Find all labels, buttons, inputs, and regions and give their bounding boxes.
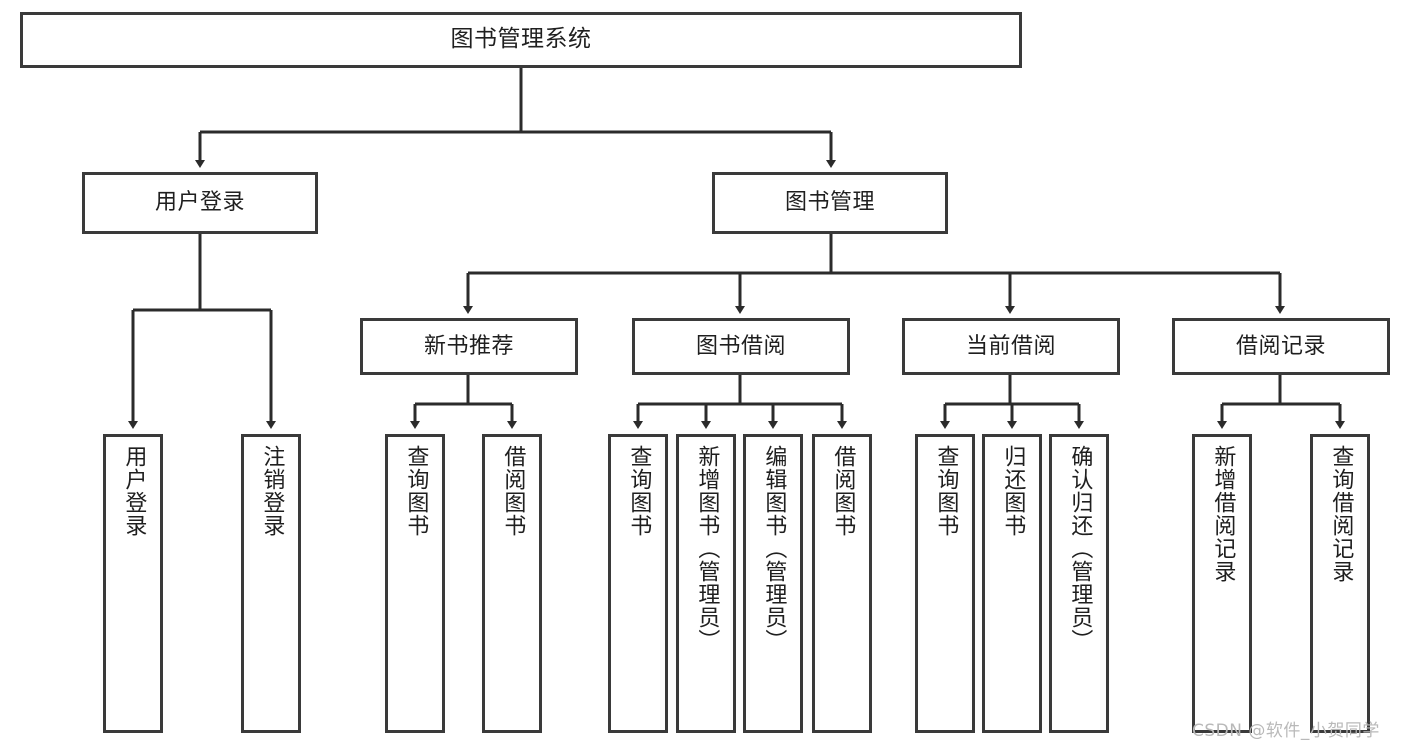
node-label: 图书管理系统 (450, 26, 592, 53)
leaf-book-borrow-edit[interactable]: 编辑图书（管理员） (743, 434, 803, 733)
node-new-book-recommend[interactable]: 新书推荐 (360, 318, 578, 375)
leaf-user-login-signout[interactable]: 注销登录 (241, 434, 301, 733)
node-label: 图书管理 (784, 190, 875, 216)
leaf-user-login-signin[interactable]: 用户登录 (103, 434, 163, 733)
node-label: 查询图书 (933, 445, 959, 537)
node-label: 查询图书 (403, 445, 429, 537)
leaf-borrow-record-query[interactable]: 查询借阅记录 (1310, 434, 1370, 733)
node-book-management[interactable]: 图书管理 (712, 172, 948, 234)
node-label: 当前借阅 (965, 333, 1056, 359)
leaf-new-book-query[interactable]: 查询图书 (385, 434, 445, 733)
node-label: 查询借阅记录 (1328, 445, 1354, 583)
node-label: 新增借阅记录 (1210, 445, 1236, 583)
leaf-book-borrow-query[interactable]: 查询图书 (608, 434, 668, 733)
node-root-book-management-system[interactable]: 图书管理系统 (20, 12, 1022, 68)
node-label: 图书借阅 (695, 333, 786, 359)
node-label: 用户登录 (121, 445, 147, 537)
leaf-current-borrow-confirm-return[interactable]: 确认归还（管理员） (1049, 434, 1109, 733)
node-label: 借阅图书 (830, 445, 856, 537)
leaf-new-book-borrow[interactable]: 借阅图书 (482, 434, 542, 733)
node-label: 借阅记录 (1235, 333, 1326, 359)
node-label: 查询图书 (626, 445, 652, 537)
leaf-book-borrow-lend[interactable]: 借阅图书 (812, 434, 872, 733)
node-book-borrow[interactable]: 图书借阅 (632, 318, 850, 375)
leaf-borrow-record-add[interactable]: 新增借阅记录 (1192, 434, 1252, 733)
node-label: 注销登录 (259, 445, 285, 537)
leaf-current-borrow-return[interactable]: 归还图书 (982, 434, 1042, 733)
node-label: 新书推荐 (423, 333, 514, 359)
csdn-watermark: CSDN @软件_小贺同学 (1192, 721, 1380, 741)
node-label: 新增图书（管理员） (694, 445, 720, 652)
node-current-borrow[interactable]: 当前借阅 (902, 318, 1120, 375)
node-label: 借阅图书 (500, 445, 526, 537)
node-label: 编辑图书（管理员） (761, 445, 787, 652)
node-borrow-record[interactable]: 借阅记录 (1172, 318, 1390, 375)
leaf-book-borrow-add[interactable]: 新增图书（管理员） (676, 434, 736, 733)
node-user-login[interactable]: 用户登录 (82, 172, 318, 234)
node-label: 确认归还（管理员） (1067, 445, 1093, 652)
node-label: 用户登录 (154, 190, 245, 216)
leaf-current-borrow-query[interactable]: 查询图书 (915, 434, 975, 733)
node-label: 归还图书 (1000, 445, 1026, 537)
